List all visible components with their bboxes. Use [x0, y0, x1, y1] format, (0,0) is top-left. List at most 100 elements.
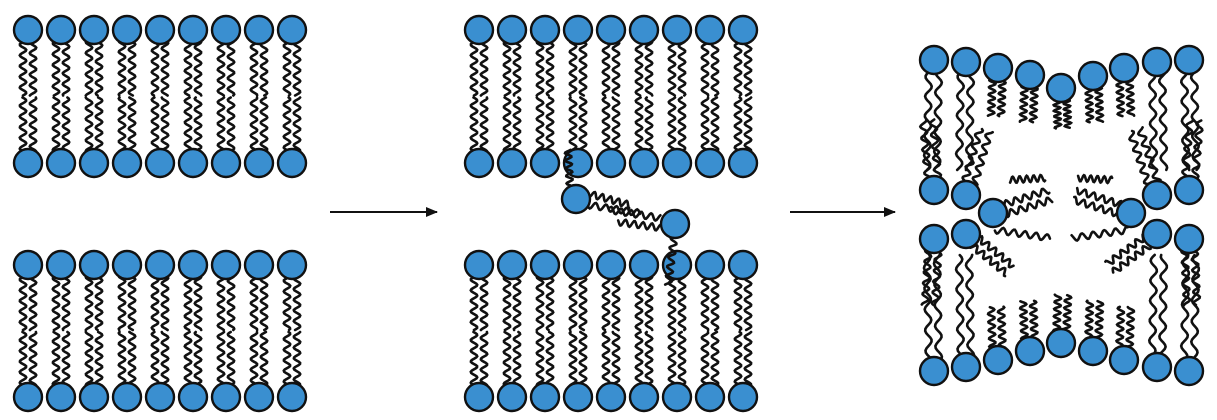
lipid-tail: [259, 275, 269, 332]
bilayer-headgroups: [463, 249, 759, 413]
lipid-tail: [644, 330, 654, 387]
lipid-tail: [634, 275, 644, 332]
lipid-tail: [117, 40, 127, 97]
lipid-tail: [249, 40, 259, 97]
lipid-tail: [469, 275, 479, 332]
lipid-tail: [667, 275, 677, 332]
lipid-headgroup: [111, 147, 143, 179]
lipid-tail: [677, 275, 687, 332]
lipid-tail: [932, 70, 944, 172]
lipid-tail: [1128, 129, 1152, 186]
lipid-tail: [578, 96, 588, 153]
lipid-headgroup: [496, 147, 528, 179]
lipid-headgroup: [210, 381, 242, 413]
lipid-headgroup: [496, 381, 528, 413]
lipid-headgroup: [463, 381, 495, 413]
lipid-tail: [502, 40, 512, 97]
lipid-tail: [479, 330, 489, 387]
lipid-headgroup: [982, 344, 1014, 376]
lipid-tail: [1179, 253, 1191, 361]
bilayer-headgroups: [12, 249, 308, 413]
lipid-headgroup: [144, 147, 176, 179]
lipid-headgroup: [1014, 335, 1046, 367]
bilayer-upper: [463, 14, 759, 179]
lipid-tail: [193, 275, 203, 332]
lipid-tail: [578, 275, 588, 332]
lipid-tail: [986, 78, 998, 117]
lipid-tail: [611, 330, 621, 387]
lipid-headgroup: [276, 14, 308, 46]
lipid-tail: [568, 96, 578, 153]
lipid-headgroup: [45, 14, 77, 46]
lipid-tail: [971, 130, 994, 187]
lipid-tail: [94, 275, 104, 332]
lipid-headgroup: [1173, 44, 1205, 76]
lipid-tail: [61, 40, 71, 97]
lipid-tail: [216, 275, 226, 332]
lipid-tail: [1125, 305, 1136, 350]
lipid-tail: [1008, 173, 1047, 185]
lipid-headgroup: [111, 14, 143, 46]
lipid-tail: [84, 96, 94, 153]
bilayer-tails: [469, 40, 753, 153]
lipid-headgroup: [1141, 218, 1173, 250]
lipid-tail: [51, 96, 61, 153]
bilayer-tails: [469, 275, 753, 387]
lipid-tail: [563, 148, 575, 190]
lipid-tail: [545, 40, 555, 97]
panel-lipid-splay: [463, 14, 759, 413]
lipid-tail: [282, 275, 292, 332]
lipid-headgroup: [276, 147, 308, 179]
lipid-headgroup: [950, 218, 982, 250]
lipid-tail: [535, 96, 545, 153]
lipid-headgroup: [463, 249, 495, 281]
lipid-tail: [183, 330, 193, 387]
lipid-headgroup: [628, 147, 660, 179]
lipid-tail: [996, 78, 1008, 118]
lipid-headgroup: [529, 147, 561, 179]
lipid-tail: [28, 40, 38, 97]
panel-fusion-stalk: [918, 44, 1205, 387]
lipid-headgroup: [276, 249, 308, 281]
lipid-headgroup: [628, 249, 660, 281]
lipid-tail: [1181, 118, 1195, 180]
lipid-tail: [226, 40, 236, 97]
lipid-tail: [920, 249, 933, 306]
lipid-headgroup: [177, 14, 209, 46]
lipid-headgroup: [727, 249, 759, 281]
lipid-tail: [634, 330, 644, 387]
lipid-tail: [954, 253, 965, 357]
lipid-tail: [733, 275, 743, 332]
lipid-headgroup: [177, 381, 209, 413]
lipid-headgroup: [950, 46, 982, 78]
lipid-headgroup: [694, 249, 726, 281]
bilayer-headgroups: [463, 14, 759, 179]
lipid-tail: [601, 330, 611, 387]
lipid-tail: [193, 330, 203, 387]
lipid-tail: [1061, 293, 1073, 333]
lipid-headgroup: [595, 249, 627, 281]
lipid-tail: [586, 201, 642, 217]
lipid-headgroup: [694, 147, 726, 179]
lipid-tail: [292, 275, 302, 332]
lipid-headgroup: [111, 249, 143, 281]
lipid-tail: [216, 96, 226, 153]
lipid-tail: [644, 96, 654, 153]
lipid-headgroup: [78, 147, 110, 179]
lipid-headgroup: [918, 355, 950, 387]
lipid-tail: [1147, 253, 1159, 357]
lipid-tail: [292, 330, 302, 387]
lipid-tail: [183, 96, 193, 153]
lipid-tail: [18, 96, 28, 153]
lipid-tail: [292, 96, 302, 153]
lipid-tail: [1180, 250, 1192, 307]
lipid-tail: [634, 96, 644, 153]
lipid-headgroup: [918, 174, 950, 206]
lipid-tail: [733, 40, 743, 97]
lipid-headgroup: [595, 14, 627, 46]
lipid-tail: [1179, 70, 1191, 172]
lipid-tail: [667, 330, 677, 387]
lipid-headgroup: [628, 14, 660, 46]
lipid-tail: [193, 96, 203, 153]
lipid-headgroup: [1141, 179, 1173, 211]
